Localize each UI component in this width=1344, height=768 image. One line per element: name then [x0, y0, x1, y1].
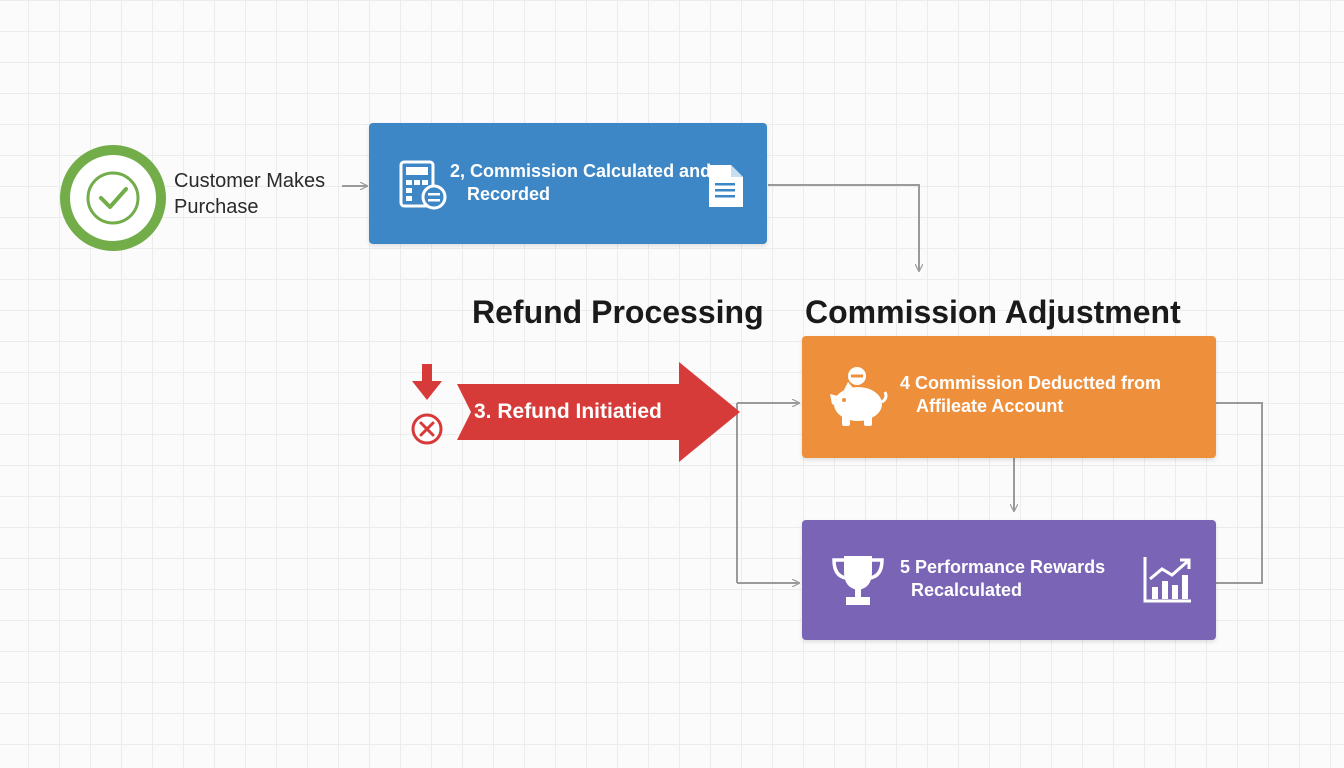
step4-commission-deducted-box: 4 Commission Deductted from Affileate Ac…: [802, 336, 1216, 458]
refund-status-icons: [411, 364, 443, 445]
document-icon: [709, 165, 743, 207]
start-label-line1: Customer Makes: [174, 170, 326, 192]
check-circle-icon: [60, 145, 166, 251]
step3-label: 3. Refund Initiatied: [474, 400, 662, 423]
step5-label-line1: 5 Performance Rewards: [900, 557, 1106, 577]
connector-step2-to-adjustment: [768, 184, 919, 271]
refund-arrow-shape: [457, 362, 740, 462]
trophy-icon: [832, 556, 884, 605]
step2-commission-calculated-box: 2, Commission Calculated and Recorded: [369, 123, 767, 244]
step4-label-line1: 4 Commission Deductted from: [900, 373, 1162, 393]
step5-label: 5 Performance Rewards Recalculated: [900, 556, 1105, 602]
start-label: Customer Makes Purchase: [174, 168, 325, 220]
step5-performance-rewards-box: 5 Performance Rewards Recalculated: [802, 520, 1216, 640]
step5-label-line2: Recalculated: [911, 580, 1023, 600]
step3-refund-initiated: 3. Refund Initiatied: [405, 360, 743, 464]
start-node: [58, 143, 168, 253]
commission-adjustment-heading: Commission Adjustment: [805, 294, 1181, 330]
cancel-circle-icon: [411, 413, 443, 445]
step2-label-line2: Recorded: [467, 184, 551, 204]
step2-label: 2, Commission Calculated and Recorded: [450, 160, 711, 206]
connector-right-loop: [1216, 402, 1263, 584]
calculator-icon: [399, 160, 447, 210]
start-label-line2: Purchase: [174, 196, 259, 218]
step4-label-line2: Affileate Account: [916, 396, 1064, 416]
refund-processing-heading: Refund Processing: [472, 294, 764, 330]
piggy-bank-icon: [830, 367, 888, 426]
growth-chart-icon: [1143, 557, 1191, 603]
step4-label: 4 Commission Deductted from Affileate Ac…: [900, 372, 1161, 418]
step2-label-line1: 2, Commission Calculated and: [450, 161, 712, 181]
down-arrow-icon: [412, 364, 442, 400]
